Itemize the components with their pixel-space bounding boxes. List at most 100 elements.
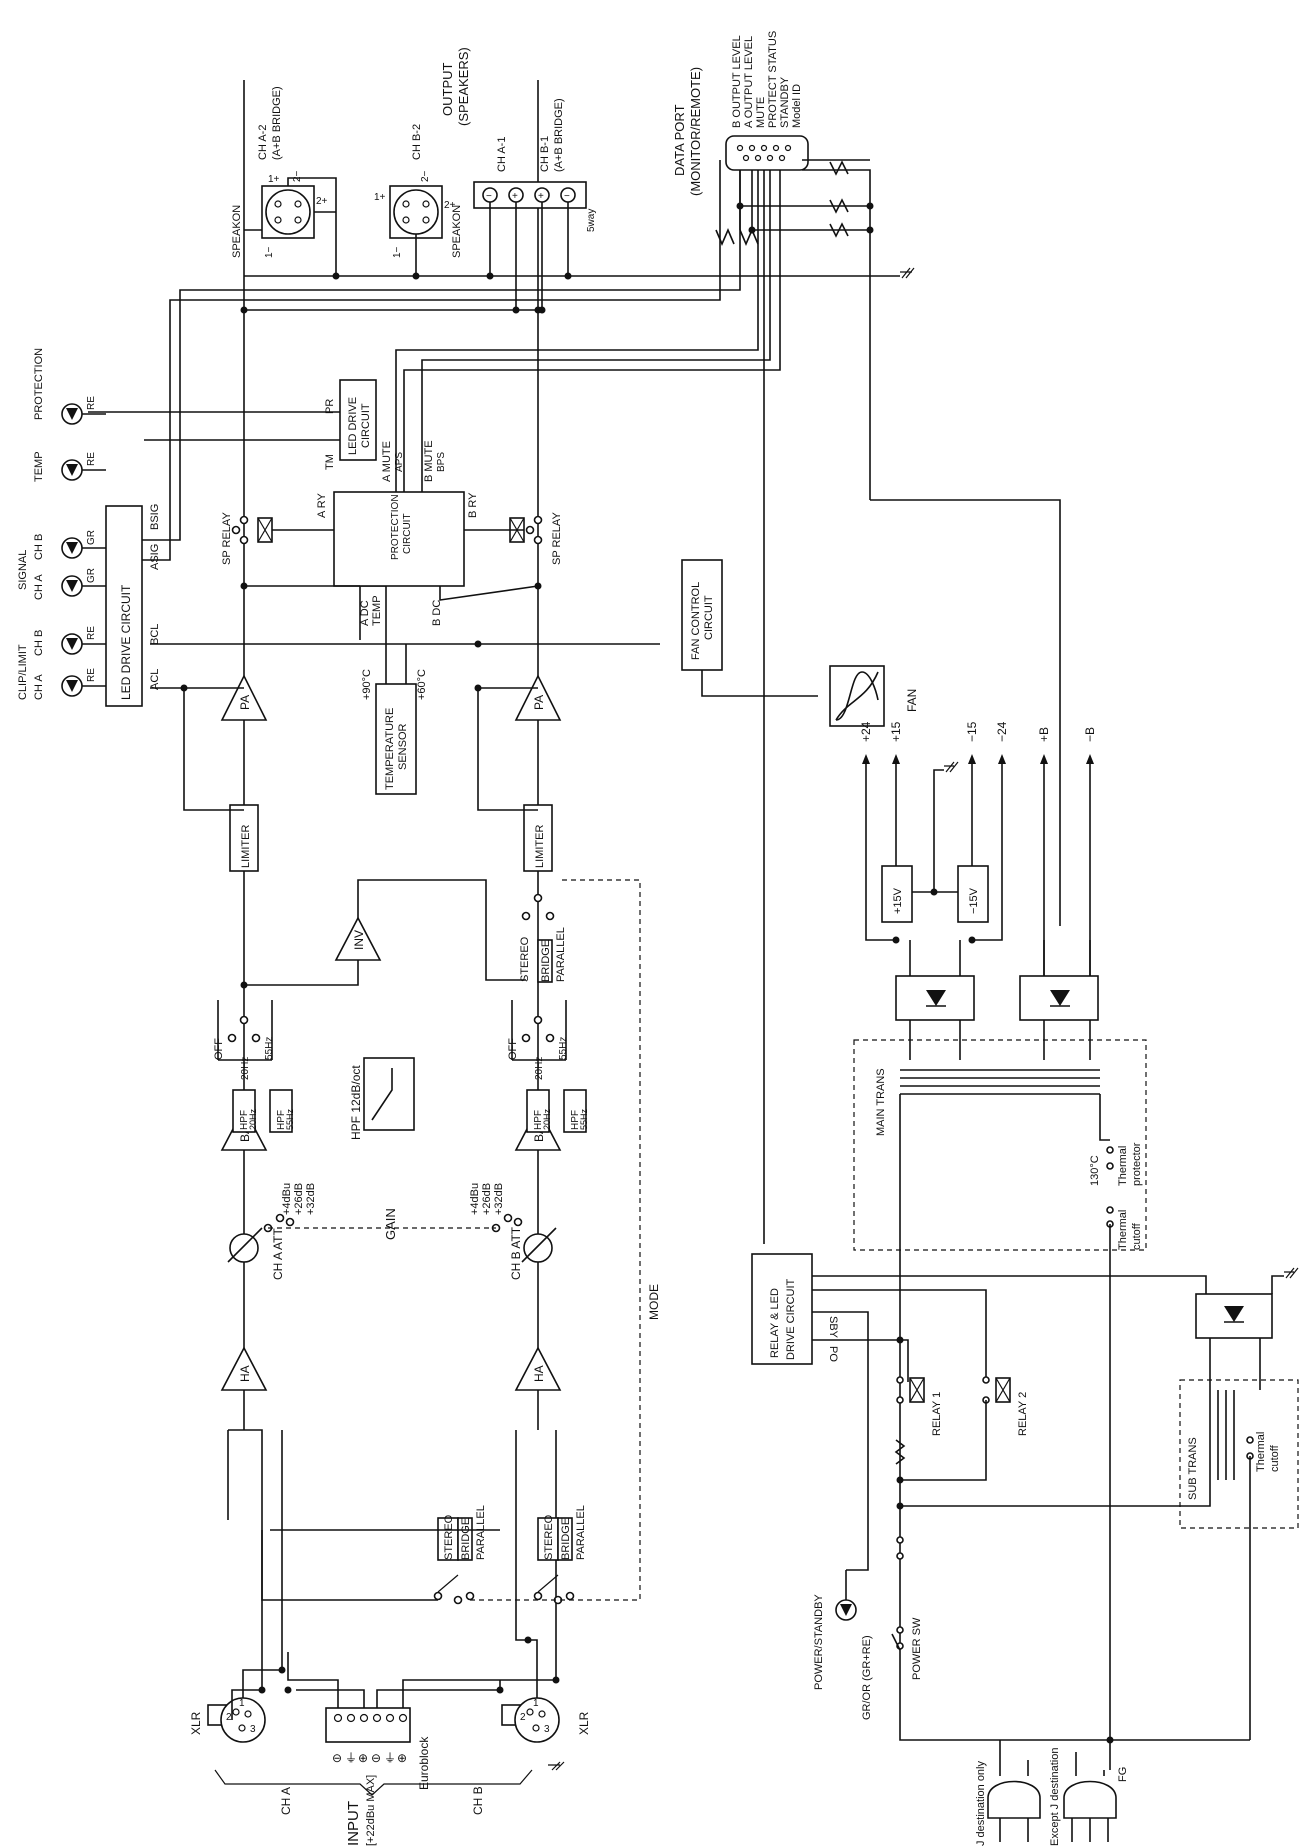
input-ground-icon [548,1761,565,1771]
a2-pin-1m: 1− [264,246,275,258]
mode-dashed-link [470,879,641,1601]
a2-pin-1p: 1+ [268,174,280,185]
svg-text:+: + [512,191,518,202]
power-sw-label: POWER SW [911,1617,923,1680]
output-title-2: (SPEAKERS) [456,47,471,126]
reg-neg-box [957,865,989,923]
channel-a-chain: HA CH A ATT BA HPF 20Hz HPF 55Hz OFF 20H… [150,80,317,1430]
prot-bps: BPS [436,452,447,472]
thermal-prot-2: protector [1131,1142,1143,1186]
dp-title-1: DATA PORT [672,104,687,176]
dp-sig-5: STANDBY [779,76,791,128]
ch-a-ha-amp [220,1346,268,1391]
ch-a-hpf55-l2: 55Hz [285,1108,295,1130]
ch-b-20hz: 20Hz [534,1057,545,1080]
ch-b-hpf20-l2: 20Hz [542,1108,552,1130]
relay-2-bypass [900,1400,987,1481]
mute-line-b [421,160,771,492]
ch-b-pa-amp [514,674,562,721]
relay-led-drive [751,1253,813,1365]
power-led-color: GR/OR (GR+RE) [861,1635,873,1720]
fg-label: FG [1117,1767,1129,1782]
ch-a-pa-amp [220,674,268,721]
xlr-a-pin1: 1 [239,1698,245,1709]
ind-signal-chb: CH B [33,534,45,560]
ch-a-ha-label: HA [238,1365,252,1382]
prot-aps: APS [394,452,405,472]
ch-b-pa-label: PA [532,695,546,710]
rail-mb: −B [1083,727,1097,742]
ch-b-att-knob [523,1233,553,1263]
euro-pin-2: ⏚ [345,1751,357,1765]
gain-label: GAIN [383,1208,398,1240]
led-top-l2: CIRCUIT [360,403,372,448]
hpf-curve-label: HPF 12dB/oct [349,1065,363,1140]
led-left-bsig: BSIG [149,504,161,530]
signal-level-lines [142,160,741,561]
ch-b-mode-bridge-box [537,939,553,983]
plug-j-icon [987,1780,1041,1819]
dp-sig-1: B OUTPUT LEVEL [731,35,743,128]
rail-p24: +24 [859,721,873,742]
mode-label: MODE [647,1284,661,1320]
ch-a-hpf20-l2: 20Hz [248,1108,258,1130]
ch-a-hpf20-l1: HPF [239,1110,250,1130]
power-sw-blade [891,1633,901,1651]
a2-label-2: (A+B BRIDGE) [271,86,283,160]
input-title: INPUT [345,1801,362,1846]
mode-b-stereo: STEREO [543,1514,555,1560]
b2-pin-1p: 1+ [374,192,386,203]
euro-wire-3 [296,1689,365,1708]
ch-b-gain-opt2: +26dB [481,1183,493,1215]
euroblock-label: Euroblock [417,1736,431,1790]
mode-wiring [227,1430,500,1601]
led-top-pr: PR [324,399,336,414]
mains-wiring [899,1700,1250,1770]
a2-label-1: CH A-2 [257,125,269,160]
input-ch-b-label: CH B [471,1786,485,1815]
xlr-a-pin3: 3 [250,1724,256,1735]
ch-a-att-label: CH A ATT [271,1228,285,1280]
fan-control-circuit [681,559,723,671]
fan-control-l1: FAN CONTROL [690,582,702,660]
ch-b-limiter-feedback [477,687,538,811]
ind-clip-cha: CH A [33,674,45,700]
b2-pin-2p: 2+ [444,200,456,211]
ch-a-off: OFF [213,1038,225,1060]
ch-b-att-label: CH B ATT [509,1226,523,1280]
input-brace [214,1769,533,1796]
hpf-curve-line [371,1068,393,1121]
ind-signal-cha: CH A [33,574,45,600]
mode-a-parallel: PARALLEL [475,1505,487,1560]
ch-b-off: OFF [507,1038,519,1060]
inrush-resistor [894,1439,906,1465]
ind-temp: TEMP [33,451,45,482]
fan-curve [835,671,879,721]
mode-switch-a: STEREO BRIDGE PARALLEL [433,1505,487,1605]
ch-a-sp-relay: SP RELAY [221,512,233,565]
ch-b-ha-label: HA [532,1365,546,1382]
ch-a-55hz: 55Hz [264,1037,275,1060]
xlr-a-label: XLR [189,1711,203,1735]
mute-line-a [403,160,781,492]
thermal-cut-1: Thermal [1117,1210,1129,1250]
data-port-resistors [829,160,849,238]
led-left-bcl: BCL [149,624,161,645]
relay-2-label: RELAY 2 [1017,1392,1029,1436]
ch-b-gain-opt3: +32dB [493,1183,505,1215]
ch-b-sel-bridge: BRIDGE [540,940,552,982]
prot-dc-inputs [244,585,539,640]
reg-neg: −15V [968,887,980,914]
data-port-connector [725,135,809,171]
ch-b-hpf-20 [526,1089,550,1133]
ch-b-limiter [523,804,553,872]
ch-a-hot-wire [228,1429,263,1720]
input-ch-a-label: CH A [279,1787,293,1815]
euro-pin-6: ⊕ [397,1751,407,1765]
ch-a-limiter-label: LIMITER [240,825,252,868]
ind-re-2: RE [86,452,97,466]
inv-label: INV [352,930,366,950]
a2-speakon: SPEAKON [231,205,243,258]
rail-p15: +15 [889,721,903,742]
